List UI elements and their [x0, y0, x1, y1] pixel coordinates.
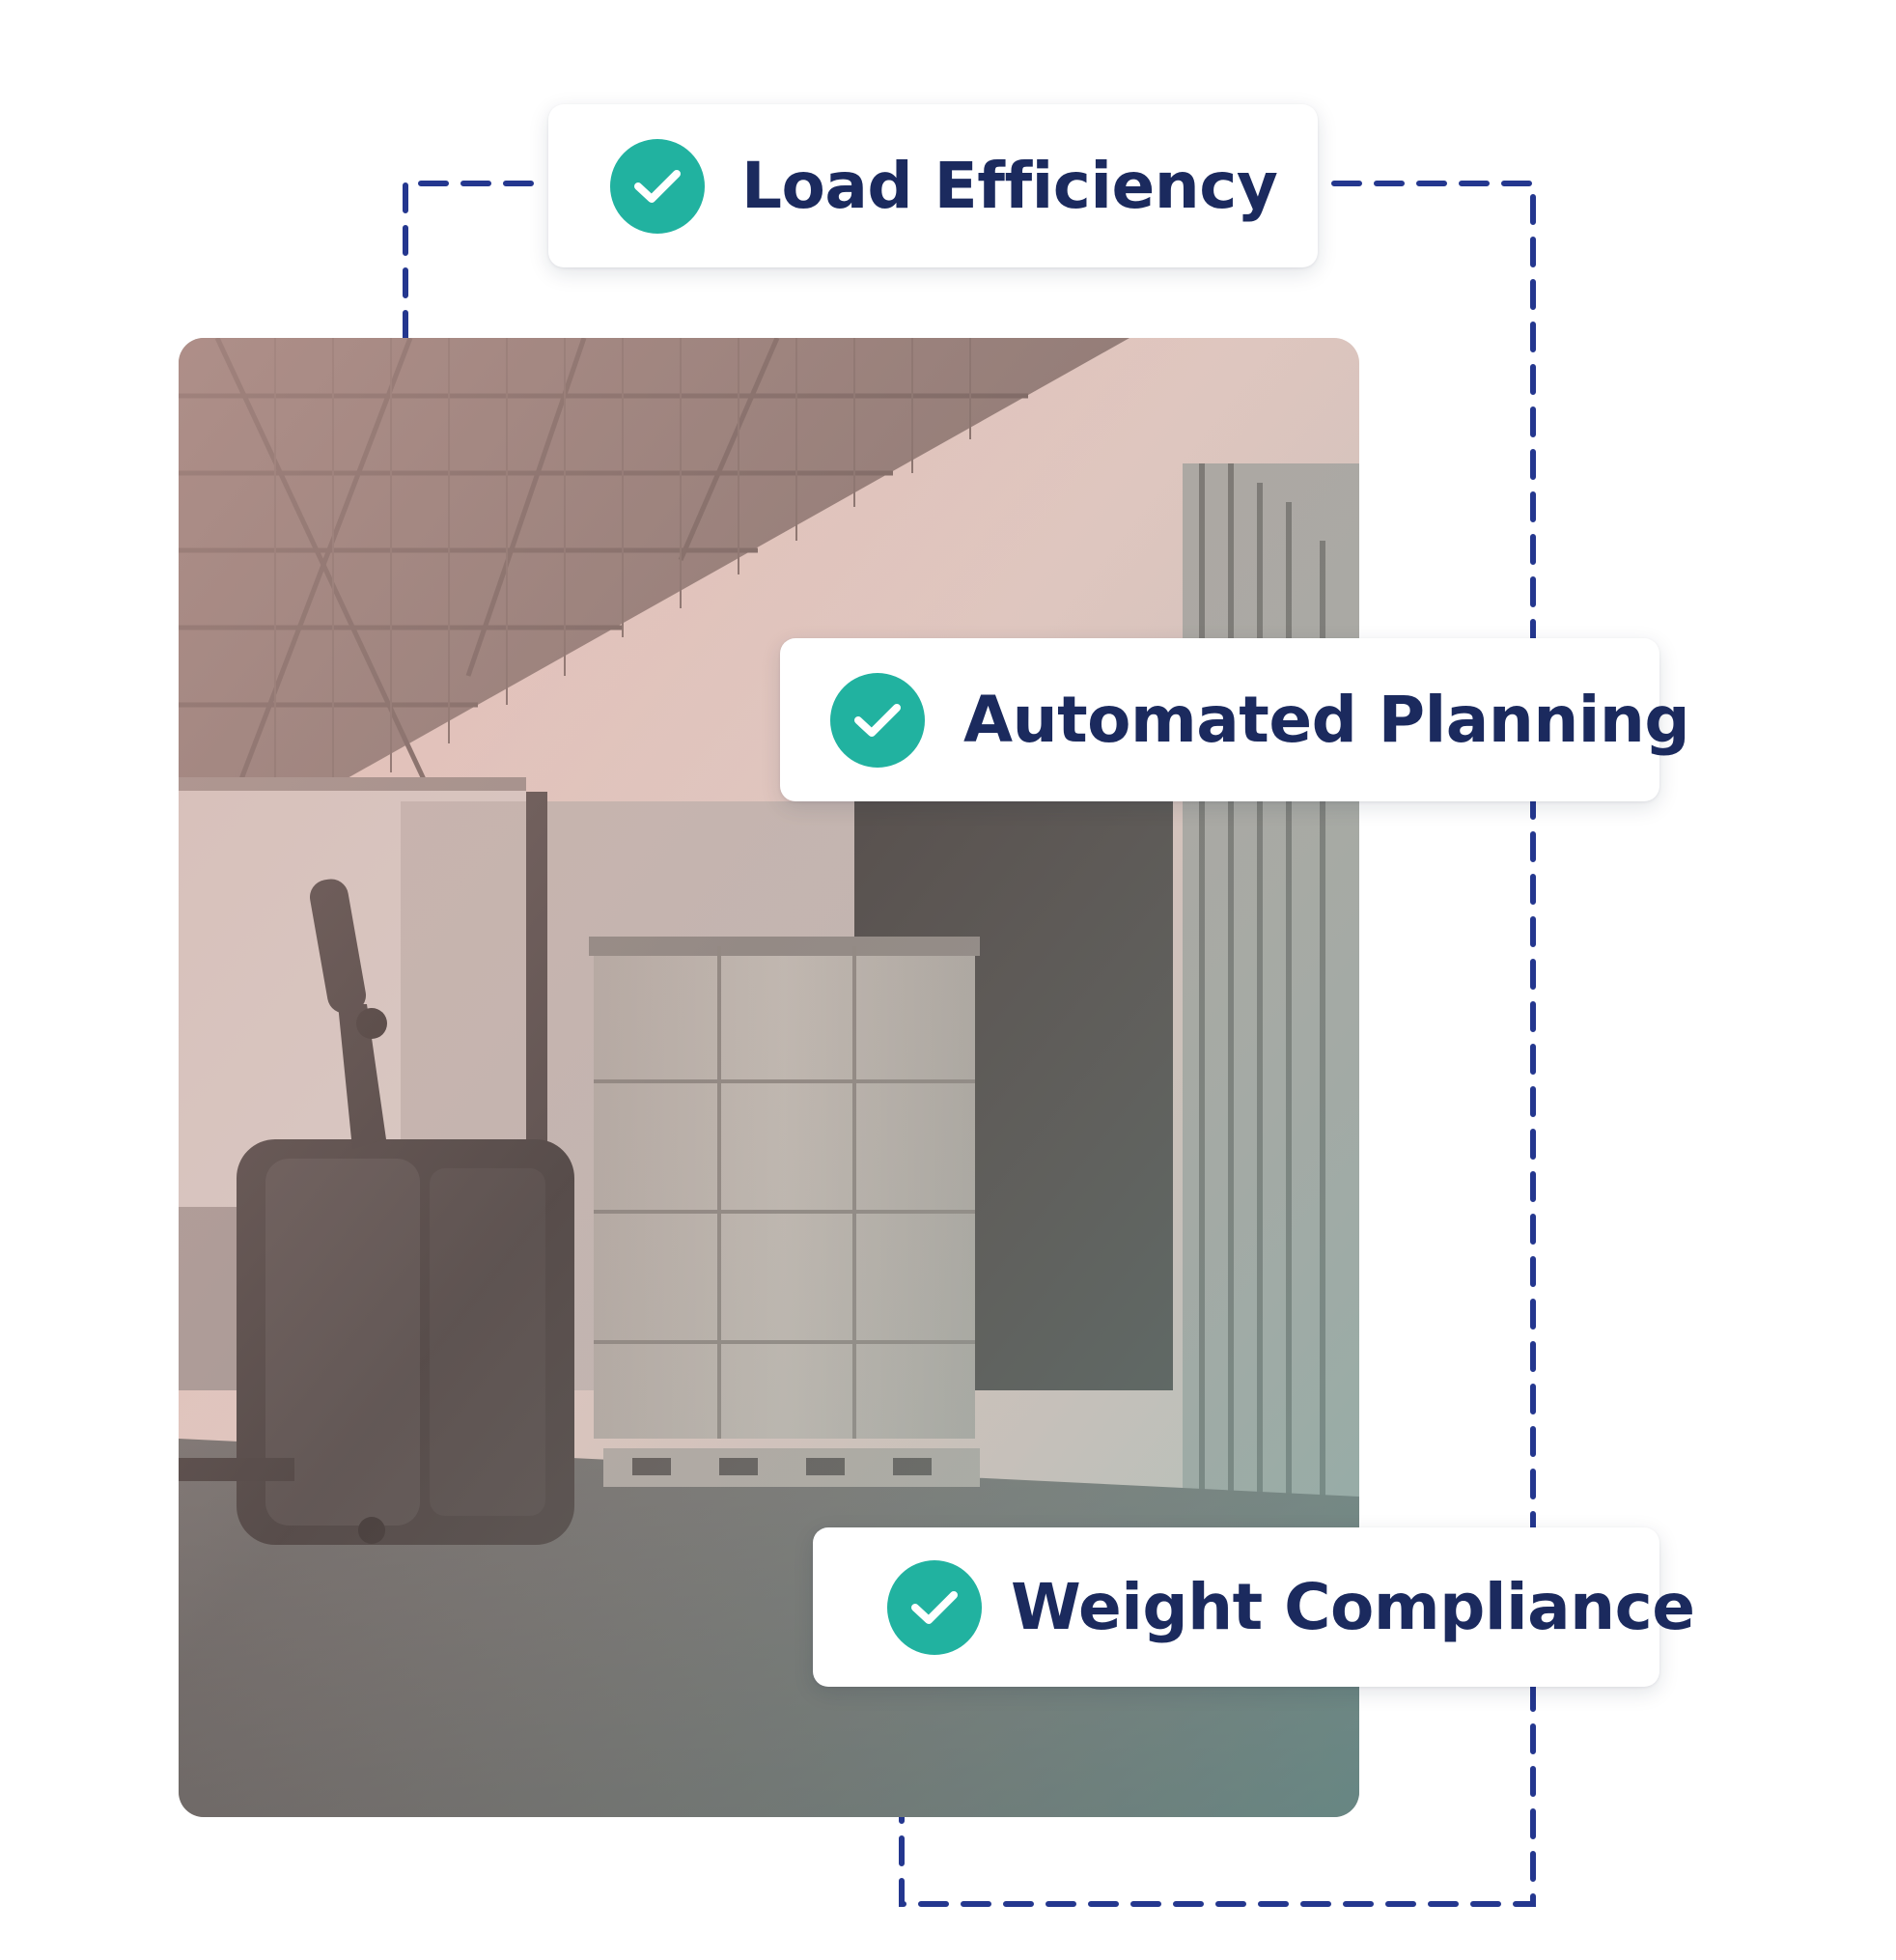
- check-circle-icon: [830, 672, 925, 768]
- feature-label: Load Efficiency: [741, 149, 1278, 223]
- feature-label: Weight Compliance: [1011, 1570, 1695, 1644]
- feature-label: Automated Planning: [963, 683, 1690, 757]
- feature-card-load-efficiency: Load Efficiency: [548, 104, 1318, 267]
- feature-card-automated-planning: Automated Planning: [780, 638, 1690, 801]
- check-circle-icon: [887, 1559, 982, 1655]
- feature-card-weight-compliance: Weight Compliance: [813, 1527, 1695, 1687]
- warehouse-loading-photo: [179, 338, 1359, 1817]
- check-circle-icon: [610, 138, 705, 234]
